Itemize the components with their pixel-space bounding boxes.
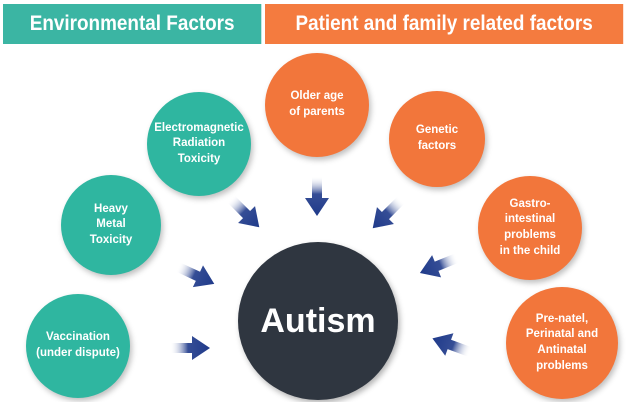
factor-prenatal-perinatal: Pre-natel, Perinatal and Antinatal probl…: [506, 287, 618, 399]
arrow-from-heavy-metal: [175, 262, 215, 288]
autism-center-node: Autism: [238, 242, 398, 400]
arrow-from-prenatal: [432, 333, 472, 357]
arrow-from-genetic: [372, 196, 405, 229]
arrow-from-older-age: [305, 176, 329, 216]
factor-electromagnetic-radiation: Electromagnetic Radiation Toxicity: [147, 92, 251, 196]
factor-genetic: Genetic factors: [389, 91, 485, 187]
arrow-from-electromagnetic: [227, 195, 260, 228]
arrow-from-vaccination: [170, 336, 210, 360]
environmental-factors-header: Environmental Factors: [3, 4, 262, 44]
arrow-from-gastrointestinal: [419, 253, 459, 278]
factor-vaccination: Vaccination (under dispute): [26, 294, 130, 398]
factor-gastrointestinal: Gastro- intestinal problems in the child: [478, 176, 582, 280]
factor-older-age-of-parents: Older age of parents: [265, 53, 369, 157]
patient-family-factors-header: Patient and family related factors: [265, 4, 624, 44]
factor-heavy-metal-toxicity: Heavy Metal Toxicity: [61, 175, 161, 275]
